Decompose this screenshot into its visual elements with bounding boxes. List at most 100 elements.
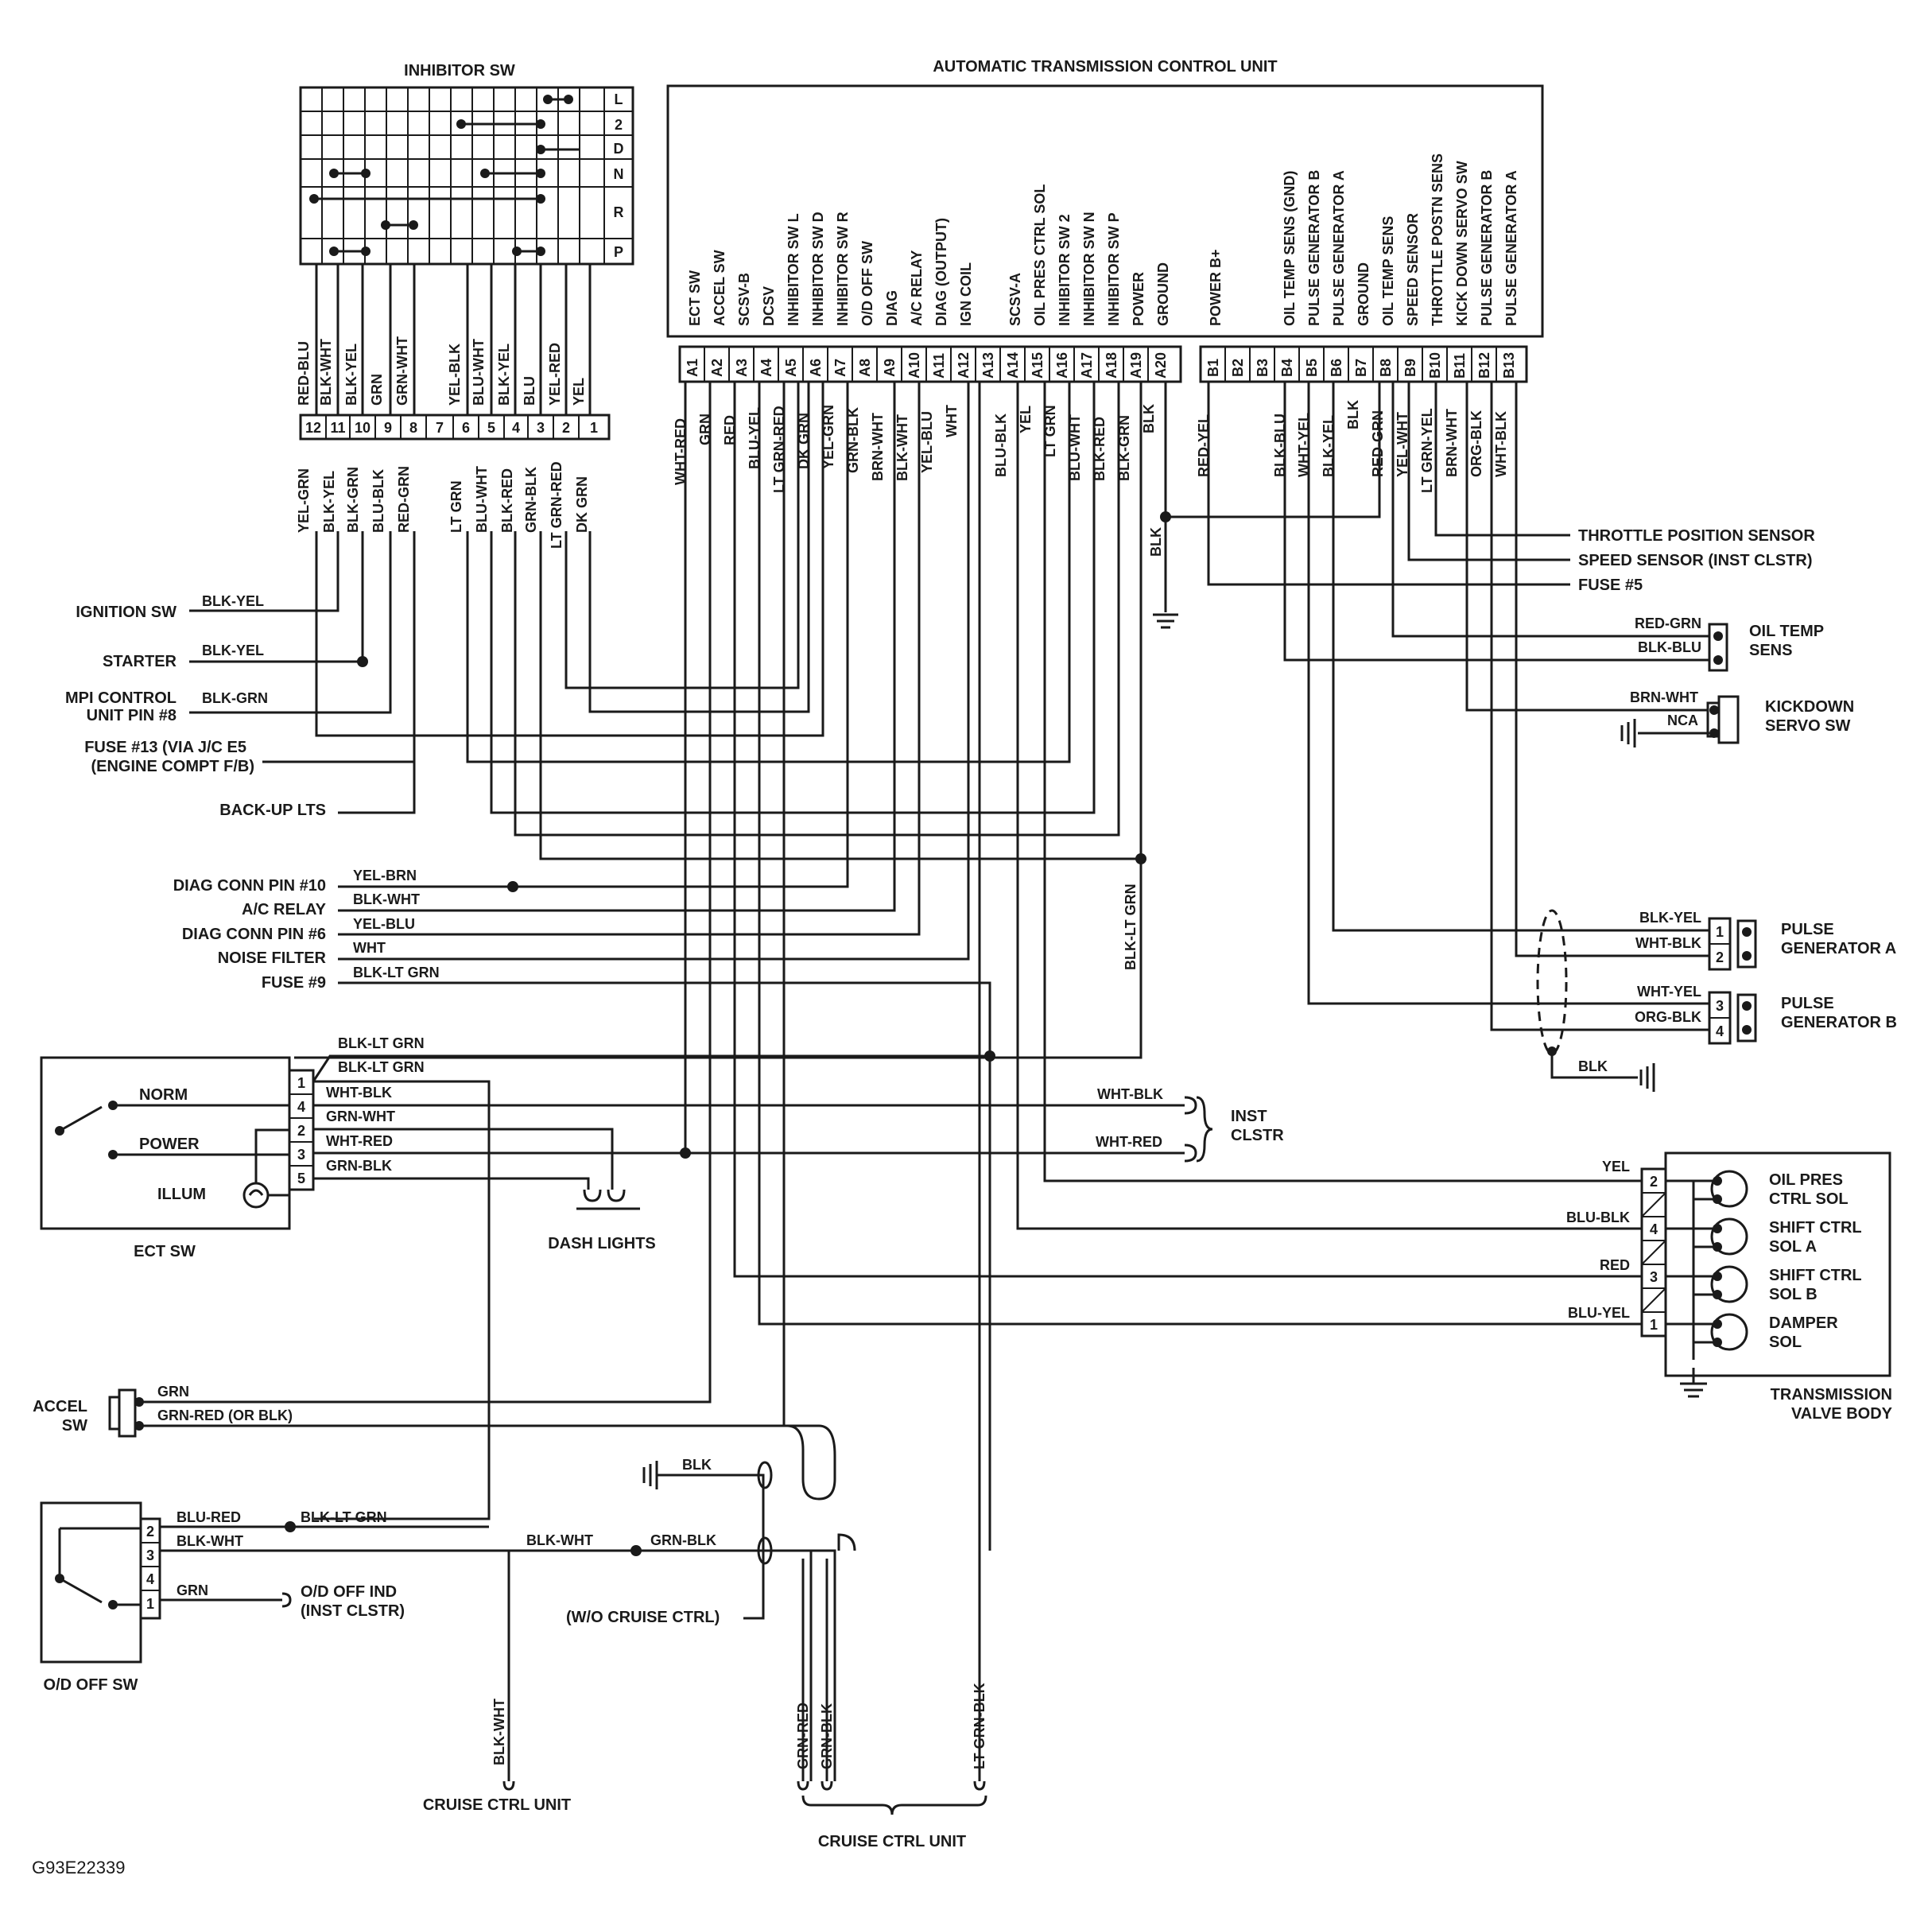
vb-sol-damper: DAMPER [1769, 1314, 1838, 1332]
vb-sol-oil-pres: OIL PRES [1769, 1171, 1843, 1189]
inh-bot-wire-3: GRN-BLK [523, 467, 539, 533]
atcu-func-A14: SCSV-A [1007, 273, 1023, 326]
pg-b-wire-1: WHT-YEL [1637, 984, 1701, 1000]
atcu-func-B7: GROUND [1356, 262, 1371, 326]
wire-ac-relay: BLK-WHT [353, 891, 420, 907]
inh-top-wire-10: BLK-YEL [343, 344, 359, 406]
ect-wire-grn-blk: GRN-BLK [326, 1158, 392, 1174]
atcu-wire-A11: YEL-BLU [919, 411, 935, 473]
inhibitor-pos-D: D [614, 141, 624, 157]
accel-wire-grn-red: GRN-RED (OR BLK) [157, 1408, 293, 1423]
inh-top-wire-4: BLK-YEL [496, 344, 512, 406]
atcu-func-B8: OIL TEMP SENS [1380, 216, 1396, 326]
inh-bot-wire-4: BLK-RED [499, 468, 515, 533]
inhibitor-sw-title: INHIBITOR SW [404, 62, 515, 80]
label-fuse5: FUSE #5 [1578, 577, 1643, 594]
atcu-func-A17: INHIBITOR SW N [1081, 212, 1097, 326]
od-off-sw-title: O/D OFF SW [44, 1676, 138, 1694]
ect-pin-1: 1 [297, 1075, 305, 1091]
inh-top-wire-8: GRN-WHT [394, 336, 410, 406]
atcu-pin-A14: A14 [1005, 352, 1021, 379]
atcu-pin-A17: A17 [1079, 352, 1095, 379]
od-pin-3: 3 [146, 1547, 154, 1563]
atcu-func-A2: ACCEL SW [712, 250, 727, 326]
ground-link-label: BLK-LT GRN [1123, 883, 1139, 970]
shield: BLK [1536, 909, 1655, 1092]
shield-ground-wire: BLK [1578, 1058, 1608, 1074]
wire-ignition-sw: BLK-YEL [202, 593, 264, 609]
dash-lights: DASH LIGHTS [548, 1189, 656, 1252]
wire-mpi: BLK-GRN [202, 690, 268, 706]
atcu-pin-A1: A1 [685, 359, 700, 377]
cruise-unit2-wire-1: GRN-RED [795, 1703, 811, 1769]
inh-term-7: 7 [436, 420, 444, 436]
kickdown-wire-2: NCA [1667, 712, 1698, 728]
atcu-wire-B7: BLK [1345, 400, 1361, 429]
inh-term-11: 11 [330, 420, 345, 436]
inh-bot-wire-5: BLU-WHT [474, 466, 490, 533]
inh-term-5: 5 [487, 420, 495, 436]
atcu-func-A10: A/C RELAY [909, 250, 925, 326]
atcu-wire-A12: WHT [944, 405, 960, 437]
inhibitor-switch: INHIBITOR SW [296, 62, 634, 549]
atcu-func-A4: DCSV [761, 286, 777, 326]
ect-pos-illum: ILLUM [157, 1186, 206, 1203]
inh-term-2: 2 [562, 420, 570, 436]
atcu-pin-A5: A5 [783, 359, 799, 377]
inst-wire-wht-blk: WHT-BLK [1097, 1086, 1163, 1102]
label-fuse13: FUSE #13 (VIA J/C E5 [84, 739, 246, 756]
cruise-wire-grn-blk: GRN-BLK [650, 1532, 716, 1548]
atcu-wire-B9: YEL-WHT [1395, 412, 1410, 477]
inh-top-wire-6: YEL-BLK [447, 344, 463, 406]
atcu-func-B6: PULSE GENERATOR A [1331, 170, 1347, 326]
atcu-pin-A20: A20 [1153, 352, 1169, 379]
inst-clstr-label2: CLSTR [1231, 1127, 1284, 1144]
oil-temp-wire-2: BLK-BLU [1638, 639, 1701, 655]
inhibitor-pos-L: L [615, 91, 623, 107]
cruise-unit1-label: CRUISE CTRL UNIT [423, 1796, 571, 1814]
inh-bot-wire-8: RED-GRN [396, 466, 412, 533]
atcu-wire-A7: YEL-GRN [821, 405, 836, 469]
od-off-switch: 2 3 4 1 O/D OFF SW BLU-RED BLK-WHT GRN B… [40, 1501, 836, 1781]
od-wire-blk-wht: BLK-WHT [177, 1533, 243, 1549]
accel-switch: ACCEL SW GRN GRN-RED (OR BLK) [33, 382, 836, 1501]
label-mpi-control: MPI CONTROL [65, 689, 177, 707]
cruise-unit2-wire-2: GRN-BLK [819, 1703, 835, 1769]
inh-top-wire-5: BLU-WHT [471, 339, 487, 406]
atcu-func-A12: IGN COIL [958, 262, 974, 326]
ect-wire-wht-blk: WHT-BLK [326, 1085, 392, 1101]
wo-cruise-label: (W/O CRUISE CTRL) [566, 1609, 720, 1626]
inh-top-wire-2: YEL-RED [547, 343, 563, 406]
label-ac-relay: A/C RELAY [242, 901, 327, 918]
accel-sw-label2: SW [62, 1417, 87, 1435]
atcu-pin-B2: B2 [1230, 359, 1246, 377]
atcu-pin-B13: B13 [1501, 352, 1517, 379]
inh-top-wire-3: BLU [522, 376, 537, 406]
vb-sol-damper-2: SOL [1769, 1334, 1802, 1351]
vb-sol-shift-a: SHIFT CTRL [1769, 1219, 1862, 1237]
label-fuse13-sub: (ENGINE COMPT F/B) [91, 758, 254, 775]
inh-term-10: 10 [355, 420, 370, 436]
inh-term-3: 3 [537, 420, 545, 436]
ect-sw-title: ECT SW [134, 1243, 196, 1260]
wire-starter: BLK-YEL [202, 643, 264, 658]
atcu-func-A7: INHIBITOR SW R [835, 212, 851, 326]
oil-temp-label2: SENS [1749, 642, 1792, 659]
atcu-pin-B6: B6 [1329, 359, 1344, 377]
wire-fuse9: BLK-LT GRN [353, 965, 440, 980]
pg-a-wire-2: WHT-BLK [1635, 935, 1701, 951]
od-pin-2: 2 [146, 1524, 154, 1540]
cruise-unit2-label: CRUISE CTRL UNIT [818, 1833, 966, 1850]
wire-diag-6: YEL-BLU [353, 916, 415, 932]
label-back-up-lts: BACK-UP LTS [219, 802, 326, 819]
figure-id: G93E22339 [32, 1858, 125, 1877]
accel-sw-label: ACCEL [33, 1398, 87, 1415]
kickdown-label2: SERVO SW [1765, 717, 1851, 735]
label-diag-conn-10: DIAG CONN PIN #10 [173, 877, 326, 895]
atcu-func-A11: DIAG (OUTPUT) [933, 218, 949, 326]
vb-sol-shift-b: SHIFT CTRL [1769, 1267, 1862, 1284]
oil-temp-label: OIL TEMP [1749, 623, 1824, 640]
kickdown-servo-switch: KICKDOWN SERVO SW BRN-WHT NCA [1620, 689, 1854, 747]
vb-wire-blu-yel: BLU-YEL [1568, 1305, 1630, 1321]
atcu-func-A19: POWER [1131, 272, 1146, 326]
